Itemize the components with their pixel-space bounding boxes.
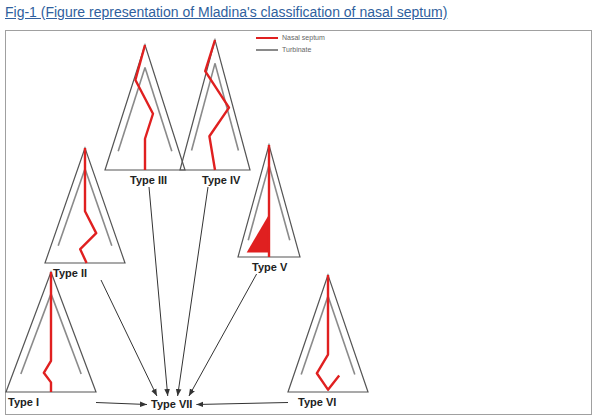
septum-type: Type I xyxy=(6,272,96,409)
septum-type: Type VI xyxy=(288,275,368,409)
legend-text: Nasal septum xyxy=(282,33,325,42)
type-label: Type II xyxy=(53,267,87,280)
result-label: Type VII xyxy=(147,396,196,413)
legend-sample xyxy=(256,49,278,51)
legend-sample xyxy=(256,37,278,39)
type-label: Type V xyxy=(252,261,287,274)
turbinate-line xyxy=(21,294,51,374)
septum-line xyxy=(80,148,96,263)
turbinate-line xyxy=(85,169,112,246)
septum-line xyxy=(205,40,229,170)
turbinate-line xyxy=(192,63,215,150)
turbinate-line xyxy=(51,294,81,374)
image-border xyxy=(6,31,592,415)
triangle-outline xyxy=(6,272,96,392)
septum-line xyxy=(135,45,153,170)
turbinate-line xyxy=(58,169,85,246)
septum-type: Type II xyxy=(45,148,125,280)
arrow-connector xyxy=(101,280,157,396)
turbinate-line xyxy=(215,63,238,150)
turbinate-line xyxy=(145,68,172,152)
arrow-connector xyxy=(178,187,208,396)
nasal-cavity xyxy=(288,275,368,392)
triangle-outline xyxy=(288,275,368,392)
type-label: Type VI xyxy=(298,396,336,409)
septum-type: Type III xyxy=(105,45,185,187)
type-label: Type IV xyxy=(202,174,240,187)
septum-line xyxy=(268,145,270,257)
type-label: Type VII xyxy=(147,396,196,413)
triangle-outline xyxy=(180,40,250,170)
septum-line xyxy=(317,275,339,390)
arrow-connector xyxy=(149,187,168,396)
nasal-cavity xyxy=(238,145,300,257)
triangle-outline xyxy=(238,145,300,257)
septum-type: Type IV xyxy=(180,40,250,187)
nasal-cavity xyxy=(6,272,96,392)
type-label: Type I xyxy=(8,396,39,409)
turbinate-line xyxy=(328,296,355,374)
arrow-connector xyxy=(96,403,147,405)
septum-line xyxy=(44,272,51,392)
figure-title: Fig-1 (Figure representation of Mladina'… xyxy=(5,4,447,20)
septal-spur xyxy=(247,214,269,252)
nasal-cavity xyxy=(45,148,125,263)
turbinate-line xyxy=(118,68,145,152)
nasal-cavity xyxy=(105,45,185,170)
triangle-outline xyxy=(45,148,125,263)
turbinate-line xyxy=(269,165,290,240)
septum-type: Type V xyxy=(238,145,300,274)
type-label: Type III xyxy=(130,174,167,187)
arrow-connector xyxy=(196,403,288,405)
nasal-cavity xyxy=(180,40,250,170)
triangle-outline xyxy=(105,45,185,170)
legend-text: Turbinate xyxy=(282,45,311,54)
arrow-connector xyxy=(189,274,257,396)
